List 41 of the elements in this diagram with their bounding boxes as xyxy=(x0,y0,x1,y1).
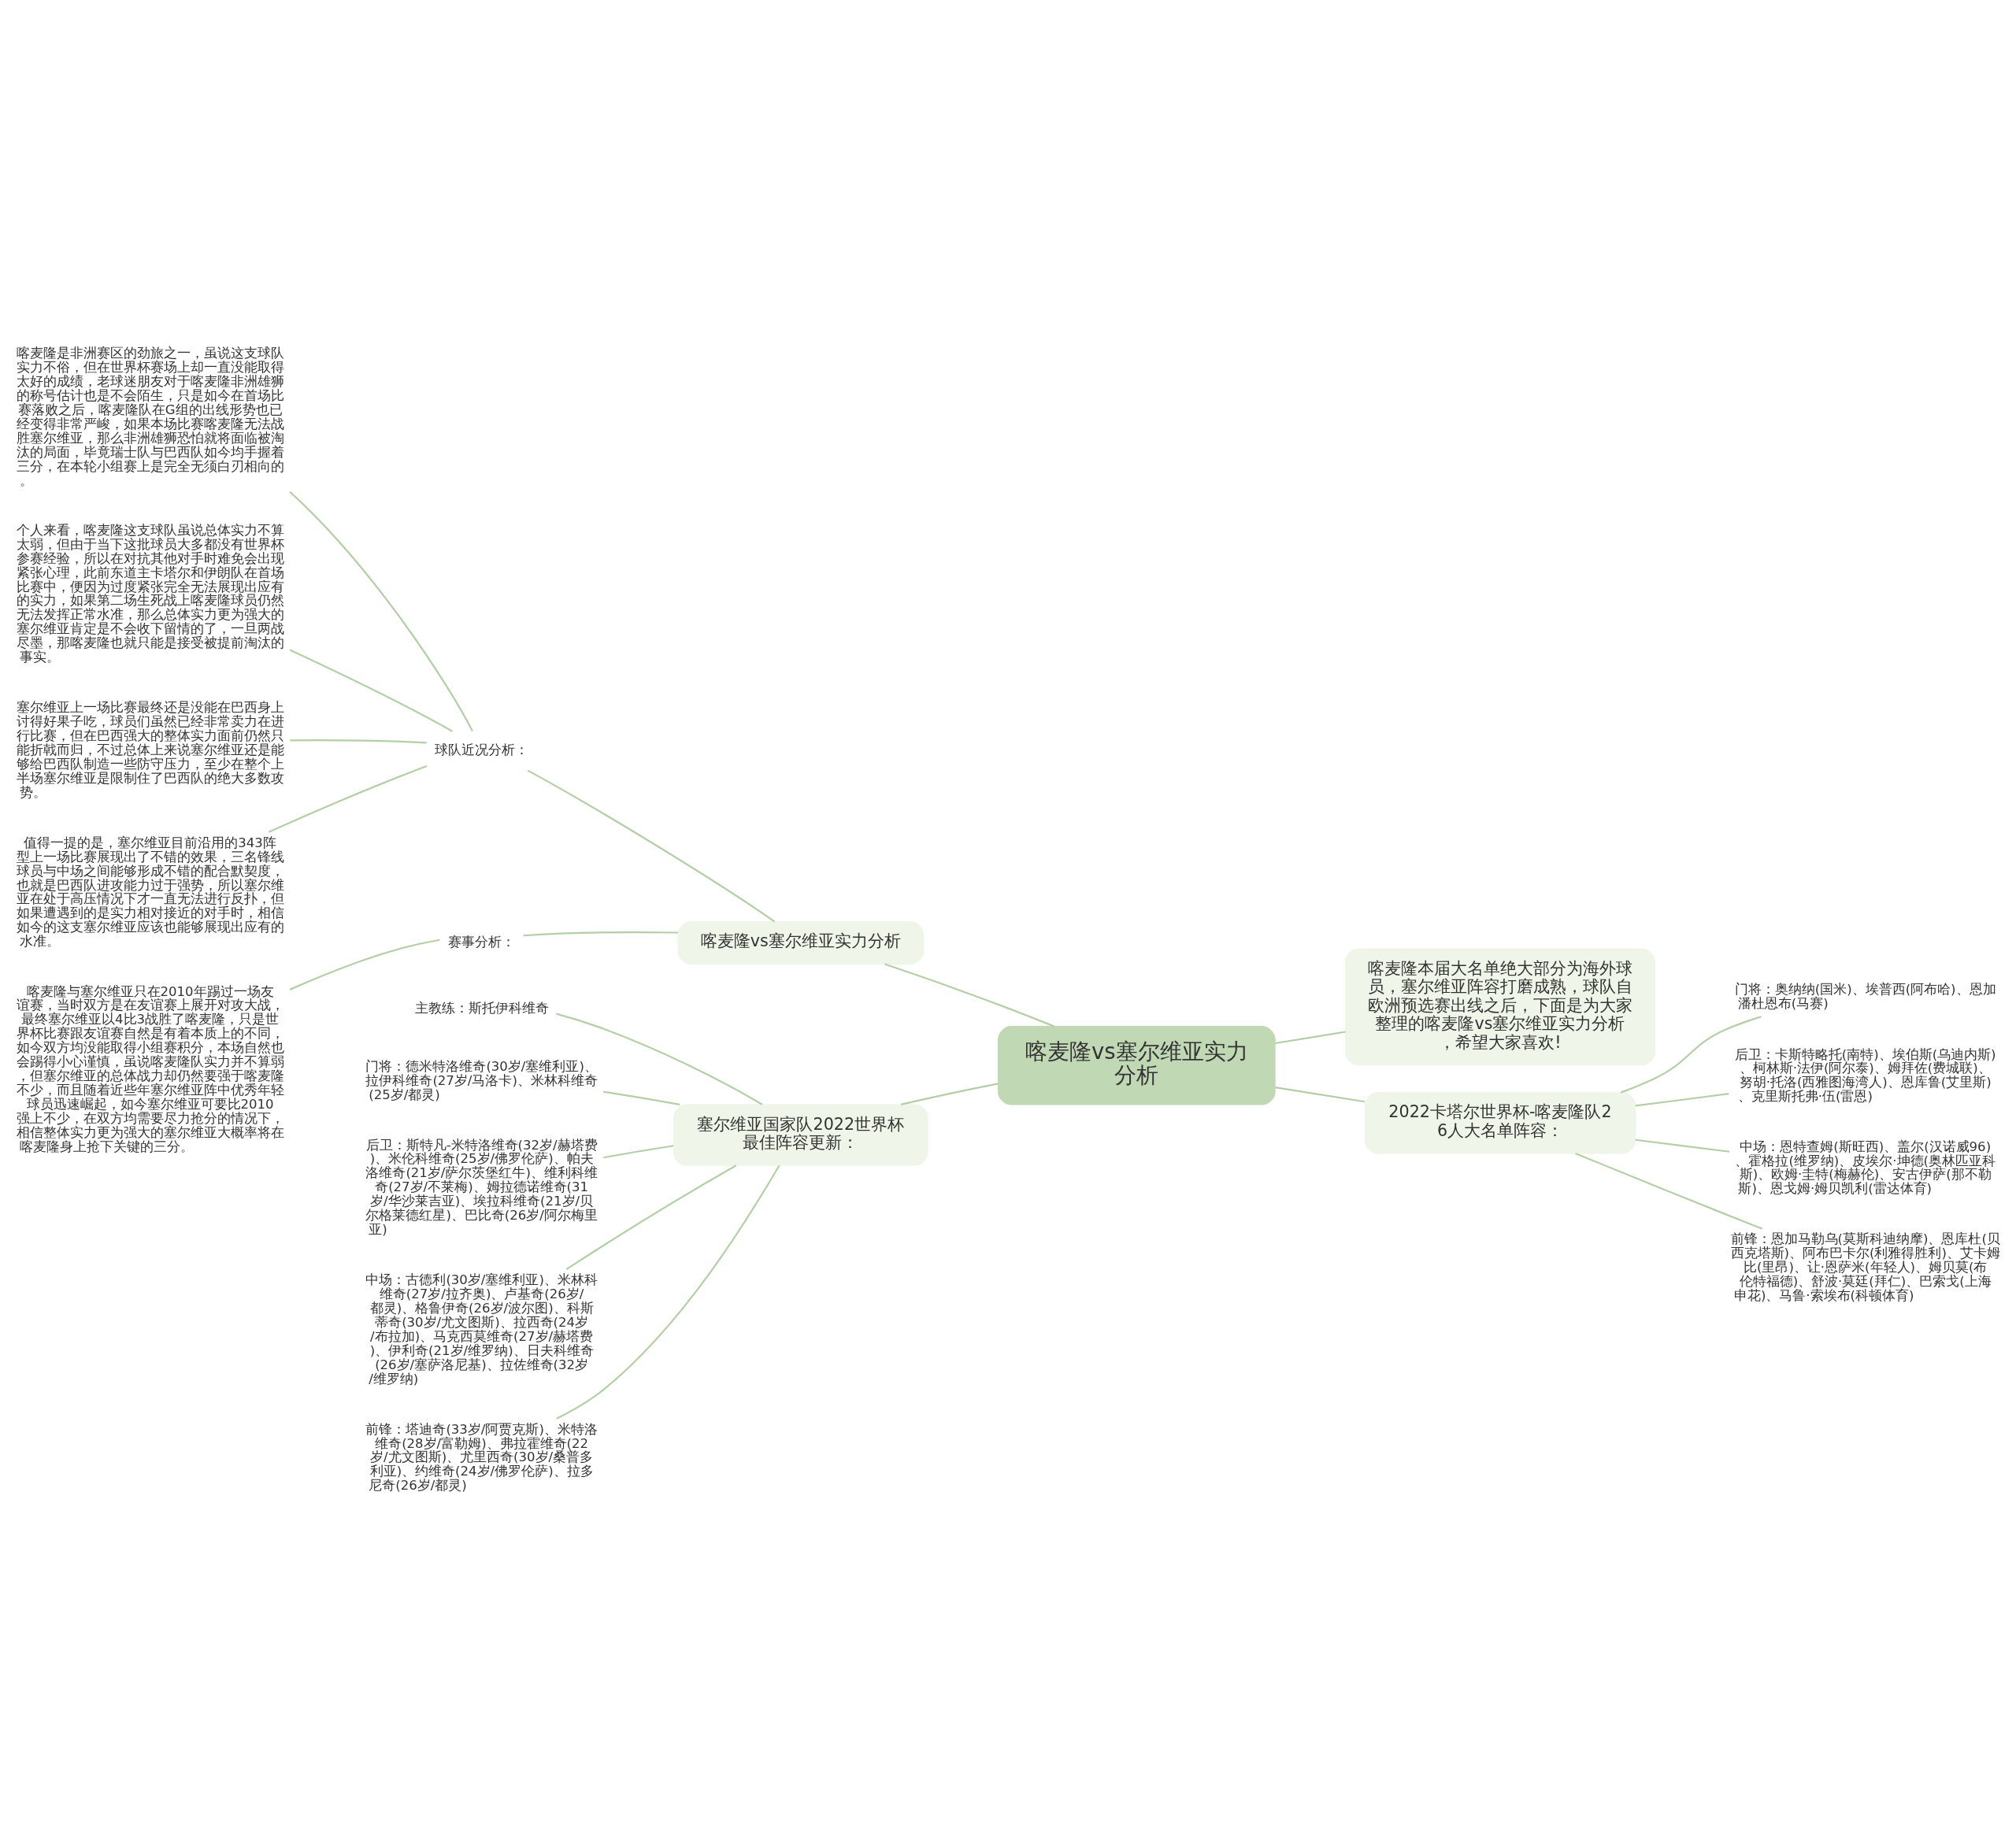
node-text: 赛事分析： xyxy=(448,934,516,950)
connector xyxy=(527,769,776,922)
node-text: 喀麦隆与塞尔维亚只在2010年踢过一场友谊赛，当时双方是在友谊赛上展开对攻大战，最终塞尔维亚以4比3战胜了喀麦隆，只是世界杯比赛跟友谊赛自然是有着本质上的不同，如今双方均没能取得小组赛积分，本场自然也会踢得小心谨慎，虽说喀麦隆队实力并不算弱，但塞尔维亚的总体战力却仍然要强于喀麦隆不少，而且随着近些年塞尔维亚阵中优秀年轻球员迅速崛起，如今塞尔维亚可要比2010强上不少，在双方均需要尽力抢分的情况下，相信整体实力更为强大的塞尔维亚大概率将在喀麦隆身上抢下关键的三分。 xyxy=(16,983,284,1154)
node-text: 前锋：恩加马勒乌(莫斯科迪纳摩)、恩库杜(贝西克塔斯)、阿布巴卡尔(利雅得胜利)、艾卡姆比(里昂)、让·恩萨米(年轻人)、姆贝莫(布伦特福德)、舒波·莫廷(拜仁)、巴索戈(上海申花)、马鲁·索埃布(科顿体育) xyxy=(1730,1231,2000,1303)
node-box: 喀麦隆vs塞尔维亚实力分析 xyxy=(997,1025,1276,1105)
connector xyxy=(1275,1030,1346,1044)
node-box: 喀麦隆vs塞尔维亚实力分析 xyxy=(677,920,925,964)
node-text: 后卫：斯特凡-米特洛维奇(32岁/赫塔费)、米伦科维奇(25岁/佛罗伦萨)、帕夫洛维奇(21岁/萨尔茨堡红牛)、维利科维奇(27岁/不莱梅)、姆拉德诺维奇(31岁/华沙莱吉亚)、埃拉科维奇(21岁/贝尔格莱德红星)、巴比奇(26岁/阿尔梅里亚) xyxy=(365,1137,598,1237)
connector xyxy=(268,765,428,833)
node-text: 球队近况分析： xyxy=(435,742,529,757)
connector xyxy=(603,1144,674,1158)
node-text: 门将：奥纳纳(国米)、埃普西(阿布哈)、恩加潘杜恩布(马赛) xyxy=(1734,981,1996,1011)
connector xyxy=(1635,1092,1729,1107)
connector xyxy=(1635,1138,1730,1153)
node-text: 喀麦隆是非洲赛区的劲旅之一，虽说这支球队实力不俗，但在世界杯赛场上却一直没能取得太好的成绩，老球迷朋友对于喀麦隆非洲雄狮的称号估计也是不会陌生，只是如今在首场比赛落败之后，喀麦隆队在G组的出线形势也已经变得非常严峻，如果本场比赛喀麦隆无法战胜塞尔维亚，那么非洲雄狮恐怕就将面临被淘汰的局面，毕竟瑞士队与巴西队如今均手握着三分，在本轮小组赛上是完全无须白刃相向的。 xyxy=(16,345,284,487)
connector xyxy=(290,739,427,743)
node-text: 值得一提的是，塞尔维亚目前沿用的343阵型上一场比赛展现出了不错的效果，三名锋线球员与中场之间能够形成不错的配合默契度，也就是巴西队进攻能力过于强势，所以塞尔维亚在处于高压情况下才一直无法进行反扑，但如果遭遇到的是实力相对接近的对手时，相信如今的这支塞尔维亚应该也能够展现出应有的水准。 xyxy=(16,835,284,949)
connector xyxy=(1275,1086,1366,1102)
node-text: 个人来看，喀麦隆这支球队虽说总体实力不算太弱，但由于当下这批球员大多都没有世界杯参赛经验，所以在对抗其他对手时难免会出现紧张心理，此前东道主卡塔尔和伊朗队在首场比赛中，便因为过度紧张完全无法展现出应有的实力，如果第二场生死战上喀麦隆球员仍然无法发挥正常水准，那么总体实力更为强大的塞尔维亚肯定是不会收下留情的了，一旦两战尽墨，那喀麦隆也就只能是接受被提前淘汰的事实。 xyxy=(16,522,284,665)
connector xyxy=(900,1082,999,1105)
connector xyxy=(1575,1152,1763,1230)
node-text: 前锋：塔迪奇(33岁/阿贾克斯)、米特洛维奇(28岁/富勒姆)、弗拉霍维奇(22岁/尤文图斯)、尤里西奇(30岁/桑普多利亚)、约维奇(24岁/佛罗伦萨)、拉多尼奇(26岁/都灵) xyxy=(365,1421,598,1493)
node-box: 塞尔维亚国家队2022世界杯最佳阵容更新： xyxy=(673,1103,928,1166)
connector xyxy=(289,491,473,731)
connector xyxy=(603,1090,680,1105)
connector xyxy=(523,931,679,936)
connector xyxy=(289,649,453,732)
connector xyxy=(556,1164,780,1420)
connector xyxy=(1620,1015,1762,1094)
connector xyxy=(884,962,1055,1027)
node-text: 主教练：斯托伊科维奇 xyxy=(414,1000,549,1016)
node-text: 塞尔维亚上一场比赛最终还是没能在巴西身上讨得好果子吃，球员们虽然已经非常卖力在进行比赛，但在巴西强大的整体实力面前仍然只能折戟而归，不过总体上来说塞尔维亚还是能够给巴西队制造一些防守压力，至少在整个上半场塞尔维亚是限制住了巴西队的绝大多数攻势。 xyxy=(16,699,284,800)
connector xyxy=(565,1164,737,1270)
node-box: 2022卡塔尔世界杯-喀麦隆队26人大名单阵容： xyxy=(1364,1091,1636,1154)
node-text: 中场：古德利(30岁/塞维利亚)、米林科维奇(27岁/拉齐奥)、卢基奇(26岁/都灵)、格鲁伊奇(26岁/波尔图)、科斯蒂奇(30岁/尤文图斯)、拉西奇(24岁/布拉加)、马克西莫维奇(27岁/赫塔费)、伊利奇(21岁/维罗纳)、日夫科维奇(26岁/塞萨洛尼基)、拉佐维奇(32岁/维罗纳) xyxy=(365,1272,598,1386)
node-box: 喀麦隆本届大名单绝大部分为海外球员，塞尔维亚阵容打磨成熟，球队自欧洲预选赛出线之后，下面是为大家整理的喀麦隆vs塞尔维亚实力分析，希望大家喜欢! xyxy=(1344,948,1656,1065)
connector xyxy=(289,939,440,990)
node-text: 门将：德米特洛维奇(30岁/塞维利亚)、拉伊科维奇(27岁/马洛卡)、米林科维奇(25岁/都灵) xyxy=(365,1058,598,1102)
node-text: 中场：恩特查姆(斯旺西)、盖尔(汉诺威96)、霍格拉(维罗纳)、皮埃尔·坤德(奥林匹亚科斯)、欧姆·圭特(梅赫伦)、安古伊萨(那不勒斯)、恩戈姆·姆贝凯利(雷达体育) xyxy=(1735,1138,1996,1196)
node-text: 后卫：卡斯特略托(南特)、埃伯斯(乌迪内斯)、柯林斯·法伊(阿尔泰)、姆拜佐(费城联)、努胡·托洛(西雅图海湾人)、恩库鲁(艾里斯)、克里斯托弗·伍(雷恩) xyxy=(1734,1046,1996,1104)
connector xyxy=(556,1013,763,1105)
